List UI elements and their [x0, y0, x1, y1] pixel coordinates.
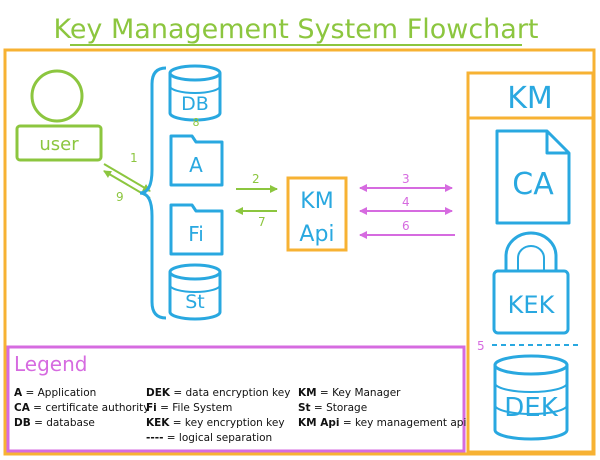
legend-term: KEK [146, 417, 170, 429]
legend-entry: A = Application [14, 386, 150, 401]
store-label-db: DB [181, 93, 209, 115]
legend-definition: = Key Manager [316, 387, 401, 399]
diagram-title: Key Management System Flowchart [53, 14, 538, 45]
store-label-st: St [185, 291, 205, 313]
step-label-5: 5 [477, 339, 485, 353]
legend-term: Fi [146, 402, 157, 414]
legend-entry: ---- = logical separation [146, 431, 290, 446]
legend-definition: = database [30, 417, 95, 429]
km-panel-title: KM [507, 81, 553, 116]
legend-title: Legend [14, 352, 88, 376]
database-icon [168, 64, 222, 122]
step-label-9: 9 [116, 190, 124, 204]
document-icon [495, 129, 571, 225]
step-label-6: 6 [402, 219, 410, 233]
legend-term: DEK [146, 387, 171, 399]
km-api-label-line2: Api [299, 222, 334, 247]
step-label-7: 7 [258, 215, 266, 229]
step-label-1: 1 [130, 151, 138, 165]
legend-box [6, 345, 466, 453]
step-label-2: 2 [252, 172, 260, 186]
step-label-8: 8 [193, 116, 200, 129]
database-icon [168, 263, 222, 321]
lock-icon [492, 231, 570, 335]
legend-definition: = Application [22, 387, 97, 399]
folder-icon [169, 134, 224, 187]
dek-label: DEK [504, 393, 558, 423]
legend-entry: KM Api = key management api [298, 416, 466, 431]
store-label-fi: Fi [188, 222, 204, 246]
legend-column-3: KM = Key Manager St = Storage KM Api = k… [298, 386, 466, 431]
legend-term: KM [298, 387, 317, 399]
legend-term: St [298, 402, 311, 414]
arrow-step-1 [103, 163, 151, 192]
user-label: user [39, 134, 79, 155]
database-icon [493, 354, 569, 441]
legend-column-1: A = Application CA = certificate authori… [14, 386, 150, 431]
legend-entry: St = Storage [298, 401, 466, 416]
legend-definition: = key management api [339, 417, 467, 429]
legend-entry: CA = certificate authority [14, 401, 150, 416]
user-icon [15, 69, 103, 162]
legend-definition: = logical separation [163, 432, 273, 444]
stores-brace [139, 66, 167, 320]
km-api-label-line1: KM [300, 189, 333, 214]
legend-definition: = certificate authority [29, 402, 150, 414]
ca-label: CA [512, 167, 554, 202]
legend-term: DB [14, 417, 31, 429]
legend-definition: = data encryption key [170, 387, 291, 399]
legend-definition: = File System [156, 402, 233, 414]
legend-entry: KEK = key encryption key [146, 416, 290, 431]
legend-term: KM Api [298, 417, 340, 429]
legend-entry: DEK = data encryption key [146, 386, 290, 401]
store-label-a: A [189, 153, 203, 177]
legend-entry: DB = database [14, 416, 150, 431]
legend-entry: Fi = File System [146, 401, 290, 416]
legend-definition: = key encryption key [169, 417, 285, 429]
folder-icon [169, 203, 224, 256]
step-label-3: 3 [402, 172, 410, 186]
kek-label: KEK [508, 291, 556, 319]
km-panel [466, 71, 595, 454]
legend-term: CA [14, 402, 30, 414]
km-api-box [286, 176, 348, 252]
legend-entry: KM = Key Manager [298, 386, 466, 401]
legend-definition: = Storage [310, 402, 368, 414]
legend-column-2: DEK = data encryption key Fi = File Syst… [146, 386, 290, 446]
step-label-4: 4 [402, 195, 410, 209]
legend-term: ---- [146, 432, 164, 444]
legend-term: A [14, 387, 23, 399]
